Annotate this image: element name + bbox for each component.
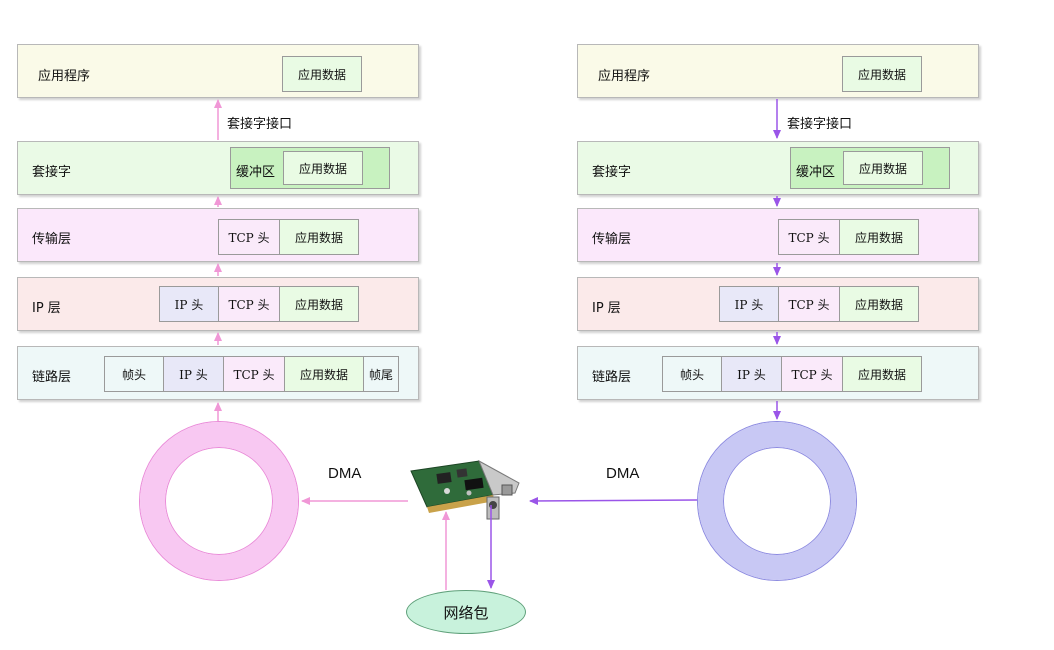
right-app-layer: 应用程序 应用数据 — [577, 44, 979, 98]
left-buffer-label: 缓冲区 — [236, 165, 276, 180]
left-ip-ip-cell: IP 头 — [159, 286, 219, 322]
right-socket-buffer: 缓冲区 应用数据 — [790, 147, 950, 189]
right-ip-title: IP 层 — [592, 301, 621, 316]
left-ip-tcp-cell: TCP 头 — [218, 286, 280, 322]
right-link-ip-cell: IP 头 — [721, 356, 782, 392]
left-link-frame-tail-cell: 帧尾 — [363, 356, 399, 392]
right-link-layer: 链路层 帧头 IP 头 TCP 头 应用数据 — [577, 346, 979, 400]
right-transport-tcp-cell: TCP 头 — [778, 219, 840, 255]
left-link-title: 链路层 — [32, 370, 72, 385]
right-app-data-cell: 应用数据 — [842, 56, 922, 92]
left-link-tcp-cell: TCP 头 — [223, 356, 285, 392]
left-link-layer: 链路层 帧头 IP 头 TCP 头 应用数据 帧尾 — [17, 346, 419, 400]
right-transport-data-cell: 应用数据 — [839, 219, 919, 255]
left-app-title: 应用程序 — [38, 69, 91, 84]
right-socket-layer: 套接字 缓冲区 应用数据 — [577, 141, 979, 195]
right-dma-label: DMA — [606, 465, 640, 482]
left-ip-data-cell: 应用数据 — [279, 286, 359, 322]
right-socket-interface-label: 套接字接口 — [787, 117, 853, 132]
right-ip-tcp-cell: TCP 头 — [778, 286, 840, 322]
left-transport-layer: 传输层 TCP 头 应用数据 — [17, 208, 419, 262]
left-transport-data-cell: 应用数据 — [279, 219, 359, 255]
right-transport-title: 传输层 — [592, 232, 632, 247]
left-link-frame-head-cell: 帧头 — [104, 356, 164, 392]
left-ip-layer: IP 层 IP 头 TCP 头 应用数据 — [17, 277, 419, 331]
left-socket-data-cell: 应用数据 — [283, 151, 363, 185]
left-link-data-cell: 应用数据 — [284, 356, 364, 392]
left-transport-title: 传输层 — [32, 232, 72, 247]
left-socket-layer: 套接字 缓冲区 应用数据 — [17, 141, 419, 195]
network-card-icon — [410, 459, 520, 520]
left-socket-buffer: 缓冲区 应用数据 — [230, 147, 390, 189]
right-ip-ip-cell: IP 头 — [719, 286, 779, 322]
right-arrow-ring-to-nic — [529, 496, 698, 505]
left-app-layer: 应用程序 应用数据 — [17, 44, 419, 98]
left-socket-title: 套接字 — [32, 165, 72, 180]
left-dma-label: DMA — [328, 465, 362, 482]
left-link-ip-cell: IP 头 — [163, 356, 224, 392]
left-socket-interface-label: 套接字接口 — [227, 117, 293, 132]
right-ip-data-cell: 应用数据 — [839, 286, 919, 322]
network-packet: 网络包 — [406, 590, 526, 634]
right-transport-layer: 传输层 TCP 头 应用数据 — [577, 208, 979, 262]
right-app-title: 应用程序 — [598, 69, 651, 84]
right-ip-layer: IP 层 IP 头 TCP 头 应用数据 — [577, 277, 979, 331]
left-app-data-cell: 应用数据 — [282, 56, 362, 92]
left-transport-tcp-cell: TCP 头 — [218, 219, 280, 255]
right-socket-data-cell: 应用数据 — [843, 151, 923, 185]
left-ip-title: IP 层 — [32, 301, 61, 316]
network-packet-label: 网络包 — [443, 603, 489, 622]
right-link-data-cell: 应用数据 — [842, 356, 922, 392]
right-link-title: 链路层 — [592, 370, 632, 385]
right-link-frame-head-cell: 帧头 — [662, 356, 722, 392]
right-buffer-label: 缓冲区 — [796, 165, 836, 180]
right-socket-title: 套接字 — [592, 165, 632, 180]
